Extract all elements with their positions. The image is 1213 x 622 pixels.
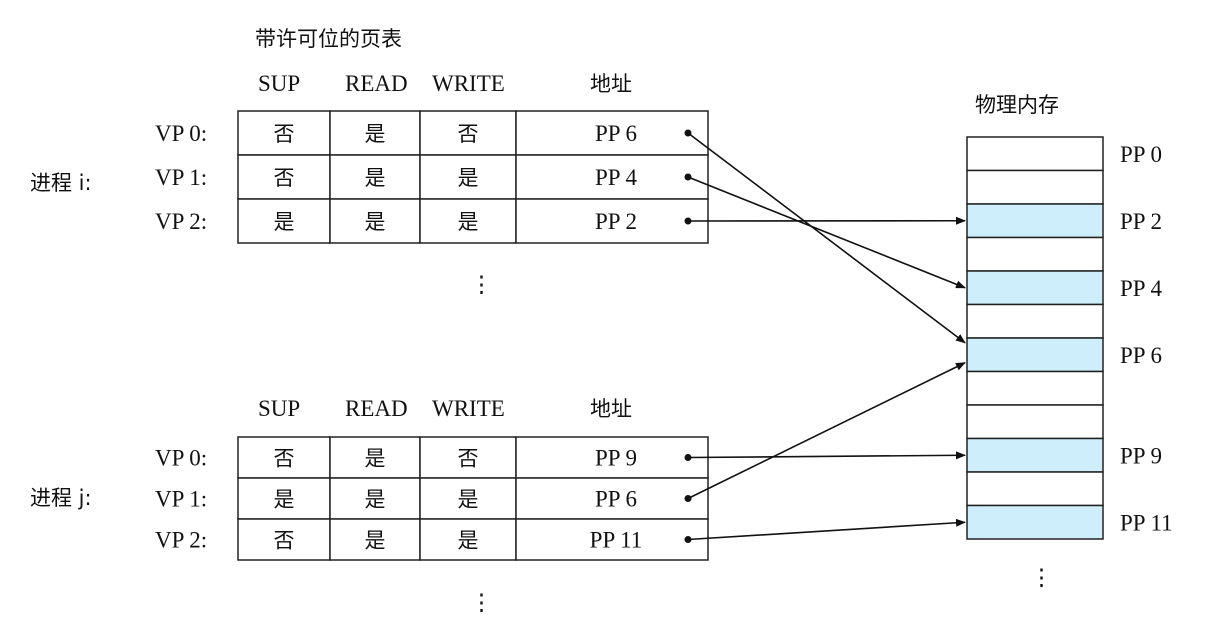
memory-page — [966, 437, 1104, 473]
process-label: 进程 j: — [30, 486, 92, 510]
memory-ellipsis: ⋮ — [1030, 565, 1053, 590]
mapping-arrows — [687, 132, 966, 541]
memory-page — [966, 504, 1104, 540]
permission-write: 是 — [458, 529, 479, 553]
column-header-sup: SUP — [258, 71, 300, 96]
pp-address: PP 11 — [590, 528, 643, 553]
vp-label: VP 0: — [155, 121, 207, 146]
memory-page — [966, 337, 1104, 373]
memory-page — [966, 303, 1104, 339]
memory-page — [966, 169, 1104, 205]
table-ellipsis: ⋮ — [470, 590, 493, 615]
memory-page — [966, 404, 1104, 440]
memory-page — [966, 203, 1104, 239]
mapping-arrow — [687, 451, 966, 460]
permission-read: 是 — [365, 488, 386, 512]
permission-sup: 否 — [274, 122, 295, 146]
column-header-read: READ — [345, 71, 408, 96]
table-row: VP 1: 否 是 是 PP 4 — [155, 154, 709, 200]
process-label: 进程 i: — [30, 171, 92, 195]
permission-read: 是 — [365, 447, 386, 471]
table-cell — [515, 436, 709, 479]
vp-label: VP 2: — [155, 528, 207, 553]
mapping-arrow — [687, 518, 966, 541]
table-cell — [329, 110, 421, 156]
memory-page-label: PP 2 — [1120, 209, 1162, 234]
table-cell — [237, 518, 331, 561]
table-cell — [419, 154, 517, 200]
table-row: VP 0: 否 是 否 PP 9 — [155, 436, 709, 479]
permission-write: 是 — [458, 488, 479, 512]
table-row: VP 2: 是 是 是 PP 2 — [155, 198, 709, 244]
permission-write: 否 — [458, 447, 479, 471]
memory-page-label: PP 9 — [1120, 443, 1162, 468]
diagram-title: 带许可位的页表 — [255, 27, 402, 51]
memory-page — [966, 370, 1104, 406]
table-cell — [329, 477, 421, 520]
permission-write: 是 — [458, 166, 479, 190]
table-cell — [237, 436, 331, 479]
column-header-sup: SUP — [258, 396, 300, 421]
pp-address: PP 6 — [595, 487, 637, 512]
table-cell — [515, 198, 709, 244]
table-row: VP 1: 是 是 是 PP 6 — [155, 477, 709, 520]
memory-page-label: PP 0 — [1120, 142, 1162, 167]
memory-page — [966, 471, 1104, 507]
permission-write: 是 — [458, 210, 479, 234]
table-cell — [515, 154, 709, 200]
mapping-arrow — [687, 362, 966, 500]
pp-address: PP 6 — [595, 121, 637, 146]
table-cell — [515, 518, 709, 561]
vp-label: VP 1: — [155, 487, 207, 512]
physical-memory: PP 0 PP 2 PP 4 PP 6 PP 9 PP 11 ⋮ — [966, 136, 1173, 590]
permission-read: 是 — [365, 166, 386, 190]
table-cell — [237, 198, 331, 244]
pp-address: PP 2 — [595, 209, 637, 234]
column-header-addr: 地址 — [590, 72, 632, 96]
table-cell — [515, 110, 709, 156]
memory-page-label: PP 4 — [1120, 276, 1162, 301]
permission-sup: 否 — [274, 166, 295, 190]
table-cell — [515, 477, 709, 520]
pp-address: PP 9 — [595, 446, 637, 471]
permission-sup: 否 — [274, 529, 295, 553]
permission-sup: 是 — [274, 210, 295, 234]
vp-label: VP 0: — [155, 446, 207, 471]
mapping-arrow — [687, 176, 966, 289]
table-cell — [237, 110, 331, 156]
column-header-write: WRITE — [432, 71, 505, 96]
permission-read: 是 — [365, 210, 386, 234]
permission-read: 是 — [365, 122, 386, 146]
table-cell — [419, 198, 517, 244]
memory-title: 物理内存 — [975, 93, 1059, 117]
table-cell — [419, 518, 517, 561]
table-cell — [419, 436, 517, 479]
vp-label: VP 1: — [155, 165, 207, 190]
table-cell — [329, 154, 421, 200]
memory-page-label: PP 6 — [1120, 343, 1162, 368]
permission-sup: 是 — [274, 488, 295, 512]
table-row: VP 0: 否 是 否 PP 6 — [155, 110, 709, 156]
table-cell — [237, 477, 331, 520]
permission-write: 否 — [458, 122, 479, 146]
mapping-arrow — [687, 132, 966, 344]
memory-page — [966, 136, 1104, 172]
column-header-read: READ — [345, 396, 408, 421]
permission-read: 是 — [365, 529, 386, 553]
column-header-write: WRITE — [432, 396, 505, 421]
memory-page-label: PP 11 — [1120, 510, 1173, 535]
vp-label: VP 2: — [155, 209, 207, 234]
table-row: VP 2: 否 是 是 PP 11 — [155, 518, 709, 561]
memory-page — [966, 236, 1104, 272]
table-ellipsis: ⋮ — [470, 272, 493, 297]
pp-address: PP 4 — [595, 165, 637, 190]
column-header-addr: 地址 — [590, 397, 632, 421]
permission-sup: 否 — [274, 447, 295, 471]
memory-page — [966, 270, 1104, 306]
